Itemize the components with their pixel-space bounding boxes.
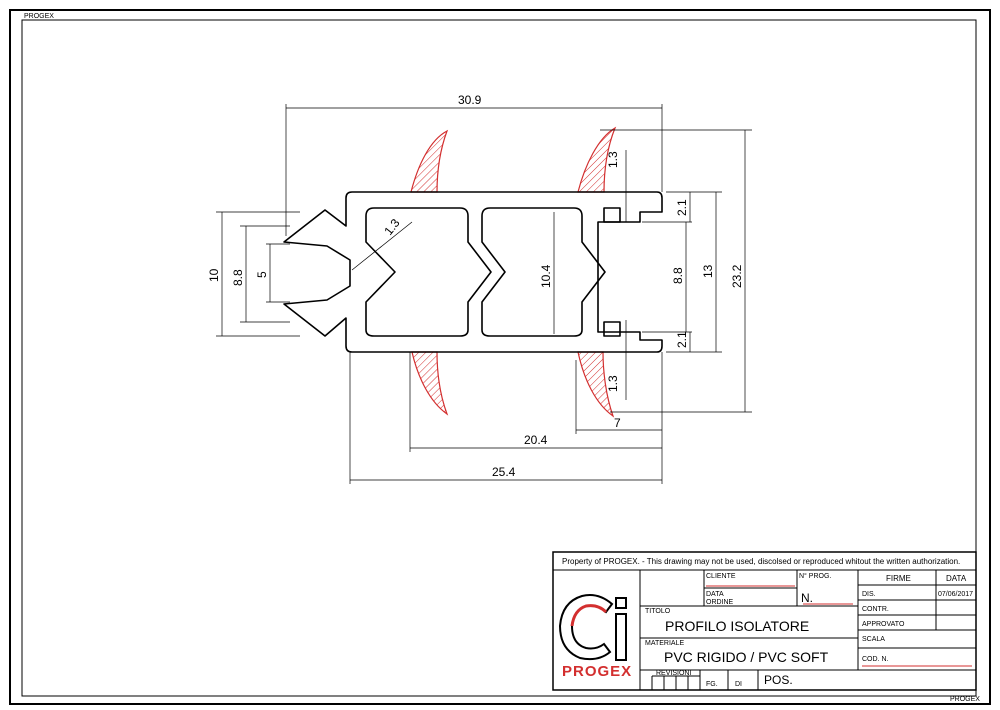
logo-i-stem <box>615 613 627 661</box>
data-ordine-label-2: ORDINE <box>706 599 734 606</box>
corner-mark-bottom-right: PROGEX <box>950 696 980 703</box>
dim-25-4: 25.4 <box>492 465 516 479</box>
dim-23-2: 23.2 <box>730 264 744 288</box>
pos-label: POS. <box>764 673 793 687</box>
profile-outer-outline <box>283 191 663 353</box>
scala-label: SCALA <box>862 636 885 643</box>
dim-30-9: 30.9 <box>458 93 482 107</box>
inner-frame <box>21 19 977 697</box>
data-label: DATA <box>946 574 967 583</box>
corner-mark-top-left: PROGEX <box>24 13 54 20</box>
cliente-label: CLIENTE <box>706 573 736 580</box>
title-block <box>552 551 977 691</box>
logo-c-accent <box>570 604 608 627</box>
cavity-right <box>603 207 621 337</box>
dim-2-1-bottom: 2.1 <box>675 331 689 348</box>
dimension-lines <box>216 104 752 484</box>
dim-1-3-bottom: 1.3 <box>606 375 620 392</box>
logo-i-dot <box>615 597 627 609</box>
firme-label: FIRME <box>886 574 911 583</box>
dim-8-8-left: 8.8 <box>231 269 245 286</box>
dim-2-1-top: 2.1 <box>675 199 689 216</box>
materiale-value: PVC RIGIDO / PVC SOFT <box>664 649 829 665</box>
fg-label: FG. <box>706 681 718 688</box>
property-notice: Property of PROGEX. - This drawing may n… <box>562 557 960 566</box>
seal-top-left <box>410 129 449 193</box>
titolo-value: PROFILO ISOLATORE <box>665 618 809 634</box>
dim-20-4: 20.4 <box>524 433 548 447</box>
dis-date: 07/06/2017 <box>938 591 973 598</box>
cavity-left <box>365 207 492 337</box>
contr-label: CONTR. <box>862 606 889 613</box>
progex-logo: PROGEX <box>558 594 632 680</box>
dim-13: 13 <box>701 264 715 278</box>
dim-7: 7 <box>614 416 621 430</box>
cod-label: COD. N. <box>862 656 889 663</box>
seal-bottom-right <box>577 351 615 418</box>
n-prog-value: N. <box>801 591 813 605</box>
profile-section <box>283 191 663 353</box>
approvato-label: APPROVATO <box>862 621 905 628</box>
dis-label: DIS. <box>862 591 876 598</box>
logo-text: PROGEX <box>562 663 632 680</box>
dim-1-3-top: 1.3 <box>606 151 620 168</box>
cavity-middle <box>481 207 606 337</box>
materiale-label: MATERIALE <box>645 640 684 647</box>
di-label: DI <box>735 681 742 688</box>
title-block-red-lines <box>706 585 972 667</box>
dim-10-4: 10.4 <box>539 264 553 288</box>
dim-8-8-right: 8.8 <box>671 267 685 284</box>
n-prog-label: N° PROG. <box>799 572 831 580</box>
dim-10: 10 <box>207 268 221 282</box>
seal-bottom-left <box>411 351 449 416</box>
outer-frame <box>9 9 991 705</box>
dim-1-3-diag: 1.3 <box>381 216 403 238</box>
soft-pvc-seals <box>410 126 617 418</box>
titolo-label: TITOLO <box>645 608 671 615</box>
data-ordine-label-1: DATA <box>706 591 724 598</box>
revisioni-label: REVISIONI <box>656 670 691 677</box>
dim-5: 5 <box>255 271 269 278</box>
